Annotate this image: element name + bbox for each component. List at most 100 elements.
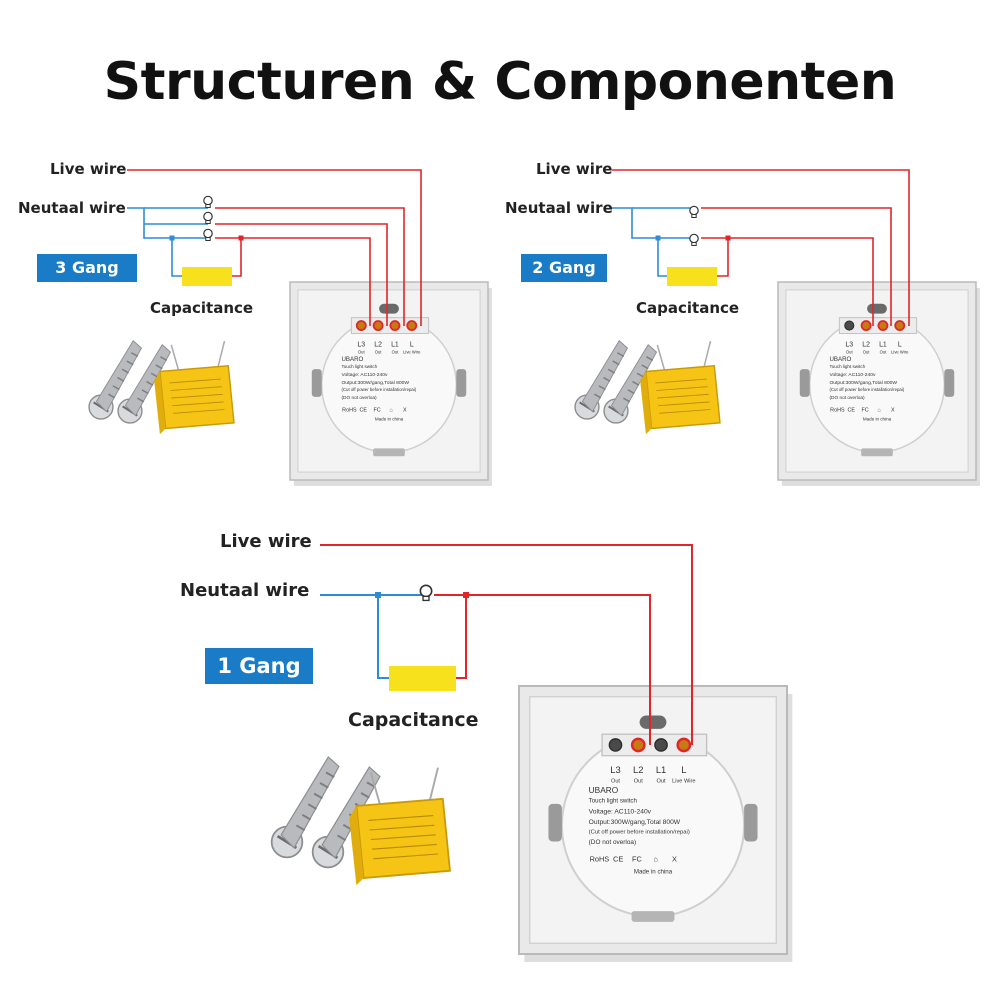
terminal-L <box>676 737 692 753</box>
gang1-capacitor <box>389 666 456 691</box>
cert-icon: X <box>403 408 407 414</box>
terminal-label: L <box>410 341 414 348</box>
made-in-label: Made in china <box>863 417 892 422</box>
terminal-label: L2 <box>374 341 382 348</box>
cert-icon: RoHS <box>830 408 845 414</box>
terminal-label: L1 <box>656 765 666 775</box>
terminal-sublabel: Out <box>657 778 666 784</box>
terminal-L <box>406 320 418 332</box>
cert-icon: ⌂ <box>877 408 880 414</box>
gang3-load-wire-3 <box>215 237 371 326</box>
gang1-bulb <box>419 584 433 602</box>
terminal-sublabel: Out <box>358 349 366 354</box>
terminal-L1 <box>877 320 889 332</box>
terminal-sublabel: Out <box>863 349 871 354</box>
cert-icon: ⌂ <box>389 408 392 414</box>
bottom-tab <box>631 911 675 922</box>
gang2-neutral-label: Neutaal wire <box>505 199 613 217</box>
cert-icon: FC <box>373 408 380 414</box>
gang2-badge: 2 Gang <box>521 254 607 282</box>
terminal-sublabel: Out <box>375 349 383 354</box>
terminal-L2 <box>372 320 384 332</box>
terminal-sublabel: Out <box>846 349 854 354</box>
terminal-L1 <box>654 738 668 752</box>
cert-icon: X <box>891 408 895 414</box>
device-label-line-5: (DO not overloa) <box>589 839 636 846</box>
cert-icon: CE <box>847 408 855 414</box>
gang3-node <box>238 235 244 241</box>
device-label-line-5: (DO not overloa) <box>829 395 865 401</box>
terminal-L3 <box>355 320 367 332</box>
gang3-cap-to-load <box>232 238 242 277</box>
terminal-sublabel: Live Wire <box>403 349 421 354</box>
gang1-load-wire <box>434 594 651 745</box>
device-label-line-1: Touch light switch <box>589 798 638 805</box>
cert-icon: RoHS <box>342 408 357 414</box>
cert-icon: X <box>672 855 677 864</box>
gang1-neutral-to-cap <box>377 595 389 679</box>
terminal-label: L <box>898 341 902 348</box>
gang1-badge: 1 Gang <box>205 648 313 684</box>
gang2-capacitor <box>667 267 717 286</box>
side-clip-right <box>944 369 955 397</box>
gang1-cap-to-load <box>456 595 467 679</box>
terminal-L <box>894 320 906 332</box>
terminal-label: L1 <box>391 341 399 348</box>
gang2-bulb-2 <box>689 233 699 247</box>
gang3-neutral-label: Neutaal wire <box>18 199 126 217</box>
made-in-label: Made in china <box>375 417 404 422</box>
device-label-line-1: Touch light switch <box>341 364 377 369</box>
gang1-capacitance-label: Capacitance <box>348 709 479 731</box>
made-in-label: Made in china <box>634 869 673 876</box>
top-tab <box>867 303 887 314</box>
device-label-line-4: (Cut off power before installation/repai… <box>829 387 904 392</box>
device-label-line-0: UBARO <box>341 356 363 363</box>
gang3-neutral-to-cap <box>171 238 182 277</box>
gang2-capacitance-label: Capacitance <box>636 299 740 317</box>
cert-icon: CE <box>359 408 367 414</box>
gang2-neutral-to-cap <box>657 238 667 277</box>
gang1-live-label: Live wire <box>220 531 312 552</box>
device-label-line-1: Touch light switch <box>829 364 865 369</box>
terminal-label: L <box>681 765 686 775</box>
terminal-L3 <box>844 320 855 331</box>
device-label-line-4: (Cut off power before installation/repai… <box>589 829 690 835</box>
terminal-sublabel: Live Wire <box>672 778 695 784</box>
terminal-sublabel: Out <box>880 349 888 354</box>
gang3-capacitance-label: Capacitance <box>150 299 254 317</box>
device-label-line-0: UBARO <box>829 356 851 363</box>
terminal-sublabel: Out <box>611 778 620 784</box>
side-clip-right <box>456 369 467 397</box>
gang3-load-wire-1 <box>215 207 405 326</box>
bottom-tab <box>861 448 893 457</box>
terminal-label: L3 <box>845 341 853 348</box>
gang1-live-wire <box>320 544 693 745</box>
side-clip-left <box>311 369 322 397</box>
gang3-live-wire <box>127 169 422 326</box>
device-label-line-3: Output:300W/gang,Total 800W <box>829 380 897 386</box>
gang3-node <box>169 235 175 241</box>
gang2-bulb-1 <box>689 205 699 219</box>
cert-icon: RoHS <box>590 855 610 864</box>
gang2-live-wire <box>612 169 910 326</box>
terminal-L2 <box>860 320 872 332</box>
terminal-L1 <box>389 320 401 332</box>
gang3-badge: 3 Gang <box>37 254 137 282</box>
terminal-sublabel: Live Wire <box>891 349 909 354</box>
device-label-line-5: (DO not overloa) <box>341 395 377 401</box>
device-label-line-2: Voltage: AC110-240v <box>829 372 876 378</box>
device-label-line-0: UBARO <box>589 785 619 795</box>
terminal-label: L1 <box>879 341 887 348</box>
bottom-tab <box>373 448 405 457</box>
terminal-label: L3 <box>610 765 620 775</box>
gang3-load-wire-2 <box>215 223 388 326</box>
gang2-live-label: Live wire <box>536 160 613 178</box>
terminal-L3 <box>608 738 623 752</box>
gang3-live-label: Live wire <box>50 160 127 178</box>
